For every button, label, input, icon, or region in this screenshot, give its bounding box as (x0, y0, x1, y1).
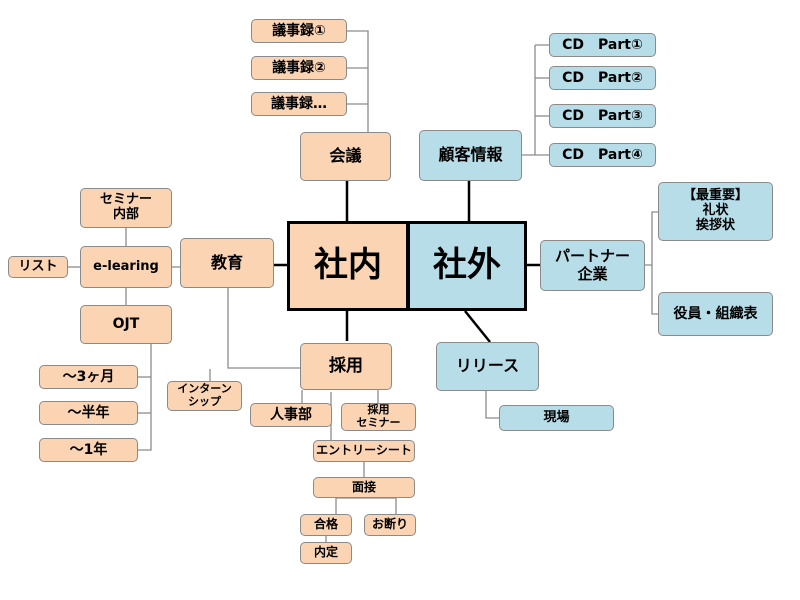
internship-node: インターン シップ (167, 381, 242, 411)
internal-center-node: 社内 (287, 221, 409, 311)
minutes-node-3: 議事録… (251, 92, 347, 116)
list-node: リスト (8, 256, 68, 278)
elearning-node: e-learing (80, 246, 172, 288)
ojt-node: OJT (80, 305, 172, 344)
recruitment-seminar-node: 採用 セミナー (341, 403, 416, 431)
release-node: リリース (436, 342, 539, 391)
hr-department-node: 人事部 (250, 403, 332, 427)
meeting-node: 会議 (300, 132, 391, 181)
cd-part-node-4: CD Part④ (549, 143, 656, 167)
ojt-period-node-3: ～1年 (39, 438, 138, 462)
interview-node: 面接 (313, 477, 415, 498)
org-chart-node: 役員・組織表 (658, 292, 773, 336)
minutes-node-1: 議事録① (251, 19, 347, 43)
partner-node: パートナー 企業 (540, 240, 645, 291)
ojt-period-node-2: ～半年 (39, 401, 138, 425)
minutes-node-2: 議事録② (251, 56, 347, 80)
recruitment-node: 採用 (300, 343, 392, 390)
education-node: 教育 (180, 238, 274, 288)
cd-part-node-1: CD Part① (549, 33, 656, 57)
site-node: 現場 (499, 405, 614, 431)
ojt-period-node-1: ～3ヶ月 (39, 365, 138, 389)
cd-part-node-2: CD Part② (549, 66, 656, 90)
cd-part-node-3: CD Part③ (549, 104, 656, 128)
entry-sheet-node: エントリーシート (313, 440, 415, 462)
internal-seminar-node: セミナー 内部 (80, 188, 172, 228)
pass-node: 合格 (300, 514, 352, 536)
job-offer-node: 内定 (300, 542, 352, 564)
decline-node: お断り (364, 514, 416, 536)
external-center-node: 社外 (407, 221, 527, 311)
important-letters-node: 【最重要】 礼状 挨拶状 (658, 182, 773, 241)
customer-info-node: 顧客情報 (419, 130, 522, 181)
